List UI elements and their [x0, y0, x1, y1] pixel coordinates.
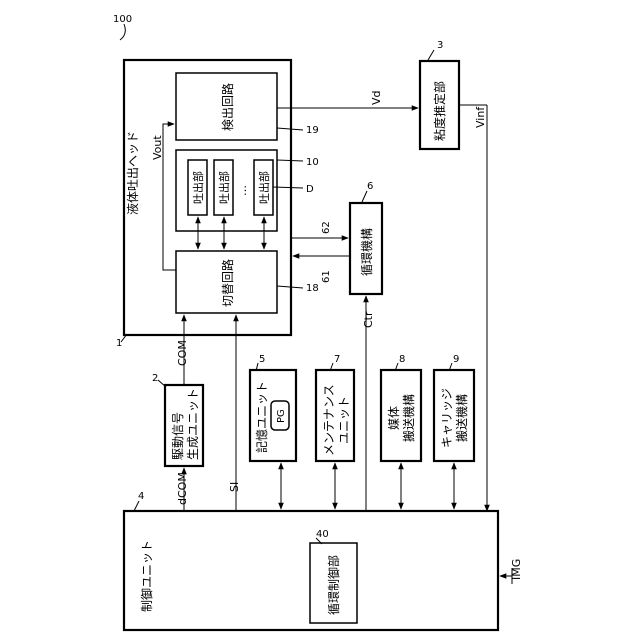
discharge-group-ref: 10 — [306, 157, 319, 168]
switching-circuit-ref: 18 — [306, 283, 319, 294]
dcom-label: dCOM — [176, 472, 189, 505]
vd-label: Vd — [370, 90, 383, 105]
discharge-ellipsis: … — [236, 185, 249, 196]
vinf-label: Vinf — [474, 106, 487, 128]
port-62-label: 62 — [321, 221, 332, 234]
si-label: SI — [228, 482, 241, 492]
port-61-label: 61 — [321, 270, 332, 283]
maintenance-line2: ユニット — [337, 396, 351, 444]
drive-signal-line1: 駆動信号 — [171, 412, 185, 460]
storage-unit-ref: 5 — [259, 354, 265, 365]
maintenance-line1: メンテナンス — [322, 384, 336, 456]
system-ref-leader — [120, 24, 125, 40]
detection-circuit-label: 検出回路 — [220, 83, 235, 131]
com-label: COM — [176, 340, 189, 366]
pg-label: PG — [276, 409, 287, 423]
circulation-control-ref: 40 — [316, 529, 329, 540]
ctr-label: Ctr — [362, 311, 375, 328]
carriage-line1: キャリッジ — [440, 388, 454, 448]
medium-transport-ref: 8 — [399, 354, 405, 365]
medium-line2: 搬送機構 — [401, 394, 416, 442]
control-ref-leader — [134, 501, 139, 511]
storage-unit-label: 記憶ユニット — [254, 381, 269, 453]
discharge-unit-1-label: 吐出部 — [191, 171, 205, 204]
drive-signal-line2: 生成ユニット — [186, 388, 200, 460]
viscosity-ref-leader — [428, 50, 434, 60]
carriage-transport-ref: 9 — [453, 354, 459, 365]
viscosity-estimation-label: 粘度推定部 — [432, 81, 447, 141]
system-ref-label: 100 — [113, 14, 132, 25]
discharge-unit-ref: D — [306, 184, 314, 195]
circulation-ref: 6 — [367, 181, 373, 192]
medium-line1: 媒体 — [387, 406, 401, 430]
circulation-mechanism-label: 循環機構 — [359, 228, 374, 276]
maintenance-ref: 7 — [334, 354, 340, 365]
vout-label: Vout — [151, 135, 164, 160]
viscosity-ref: 3 — [437, 40, 443, 51]
switching-circuit-label: 切替回路 — [220, 259, 235, 307]
detection-circuit-ref: 19 — [306, 125, 319, 136]
carriage-line2: 搬送機構 — [454, 394, 469, 442]
head-ref: 1 — [116, 338, 122, 349]
drive-signal-ref: 2 — [152, 373, 158, 384]
discharge-unit-n-label: 吐出部 — [257, 171, 271, 204]
discharge-unit-2-label: 吐出部 — [217, 171, 231, 204]
control-unit-ref: 4 — [138, 491, 144, 502]
head-label: 液体吐出ヘッド — [125, 131, 140, 215]
circulation-control-label: 循環制御部 — [326, 555, 341, 615]
drive-ref-leader — [158, 380, 166, 387]
control-unit-label: 制御ユニット — [139, 540, 154, 612]
circulation-ref-leader — [362, 191, 367, 202]
